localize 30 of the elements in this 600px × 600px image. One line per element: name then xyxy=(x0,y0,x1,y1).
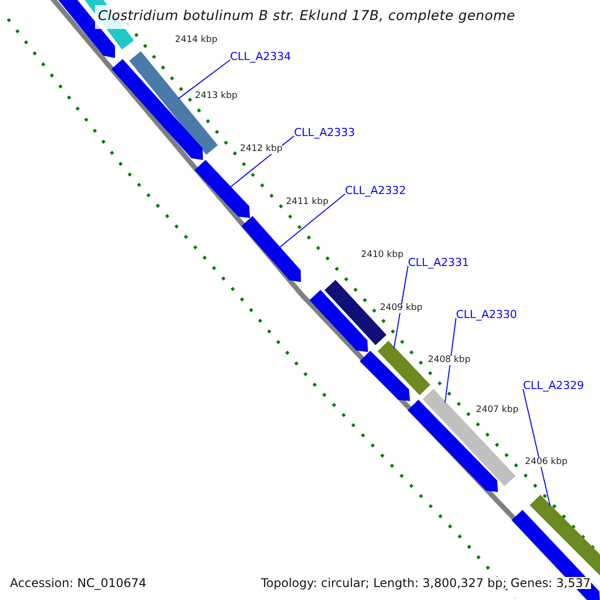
gene-name: CLL_A2332 xyxy=(345,185,406,196)
scale-label: 2406 kbp xyxy=(525,458,568,467)
gene-segment xyxy=(408,400,498,492)
gene-segment xyxy=(310,290,368,352)
leader-line xyxy=(394,266,408,349)
gene-segment xyxy=(129,51,218,155)
leader-line xyxy=(278,194,346,248)
gene-segment xyxy=(194,160,250,218)
leader-line xyxy=(444,318,456,404)
scale-label: 2408 kbp xyxy=(428,356,470,365)
gene-segment xyxy=(530,494,600,576)
scale-label: 2410 kbp xyxy=(361,251,404,260)
gene-segment xyxy=(378,340,430,396)
gene-name: CLL_A2331 xyxy=(408,257,469,268)
scale-label: 2409 kbp xyxy=(380,304,422,313)
gene-name: CLL_A2334 xyxy=(230,51,291,62)
gene-name: CLL_A2330 xyxy=(456,309,517,320)
footer-text: Accession: NC_010674 xyxy=(10,577,146,589)
scale-label: 2411 kbp xyxy=(286,198,328,207)
gene-segment xyxy=(241,216,301,282)
leader-line xyxy=(522,388,551,506)
footer-text: Topology: circular; Length: 3,800,327 bp; Genes: 3,537 xyxy=(261,577,591,589)
scale-label: 2407 kbp xyxy=(476,406,518,415)
leader-line xyxy=(178,60,230,100)
gene-segment xyxy=(360,350,410,401)
gene-name: CLL_A2329 xyxy=(523,380,584,391)
scale-label: 2412 kbp xyxy=(240,145,282,154)
scale-label: 2414 kbp xyxy=(175,36,218,45)
gene-name: CLL_A2333 xyxy=(294,127,355,138)
scale-label: 2413 kbp xyxy=(195,92,238,101)
